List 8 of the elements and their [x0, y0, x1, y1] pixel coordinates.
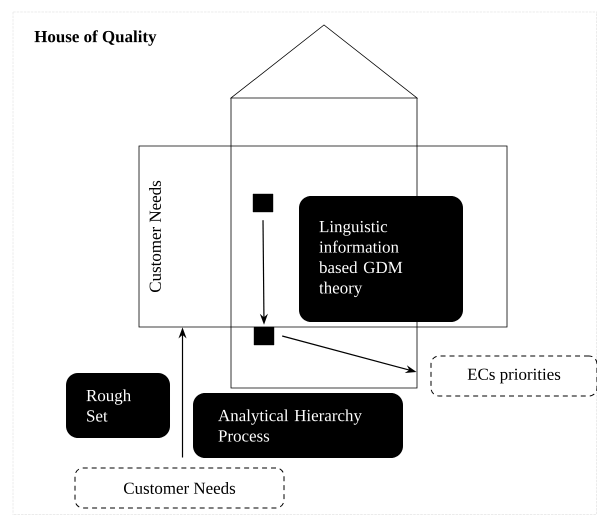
- method-box: Rough Set: [66, 373, 170, 438]
- output-box: ECs priorities: [430, 356, 597, 396]
- method-box: Analytical Hierarchy Process: [193, 393, 403, 458]
- square-marker: [252, 194, 274, 212]
- method-box: Linguistic information based GDM theory: [299, 196, 463, 322]
- title: House of Quality: [34, 30, 156, 46]
- square-marker: [254, 326, 274, 346]
- input-box: Customer Needs: [74, 468, 284, 508]
